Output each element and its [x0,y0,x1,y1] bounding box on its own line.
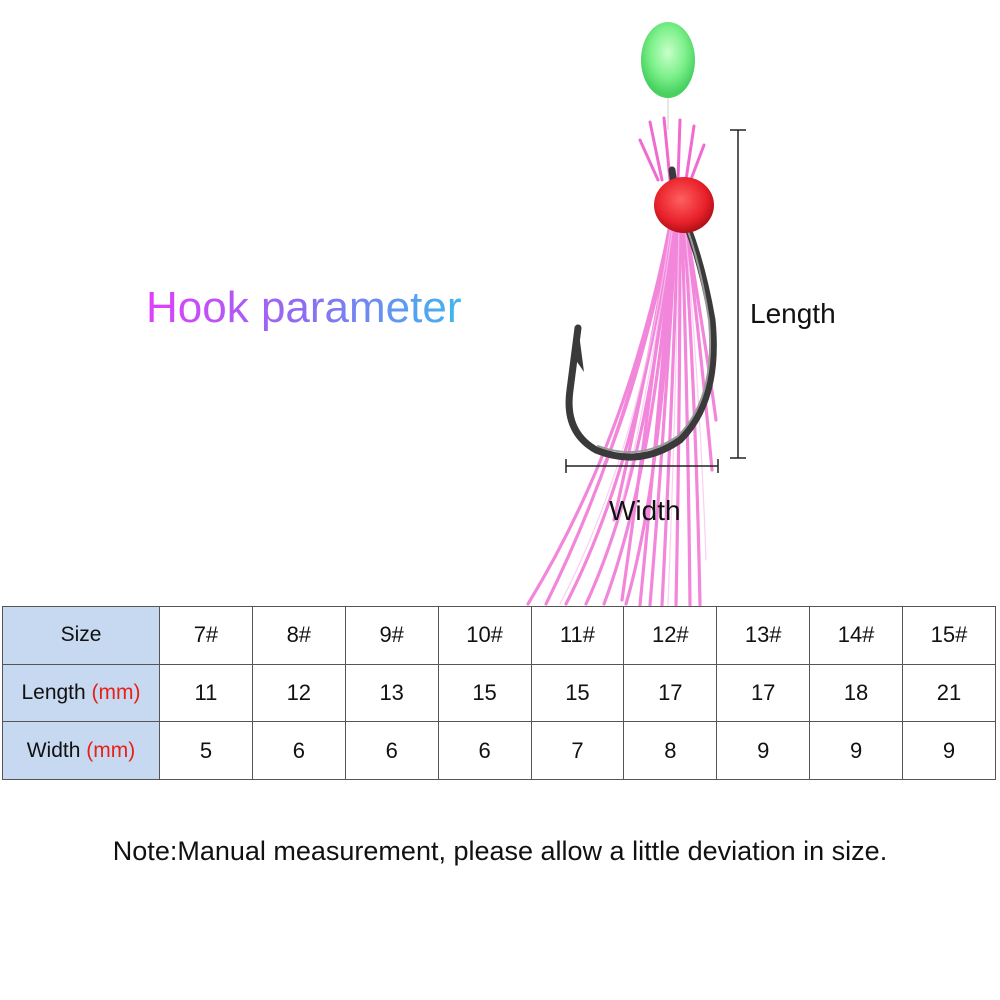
fishing-hook [565,166,717,461]
width-cell: 8 [623,721,718,780]
measurement-note: Note:Manual measurement, please allow a … [112,836,888,866]
width-cell: 9 [902,721,996,780]
length-cell: 18 [809,663,903,723]
length-cell: 11 [159,663,253,723]
width-cell: 6 [251,721,346,780]
length-cell: 12 [251,663,346,723]
width-cell: 5 [159,721,253,780]
width-cell: 7 [530,721,625,780]
page-title: Hook parameter [146,280,461,336]
length-row: Length (mm) 11 12 13 15 15 17 17 18 21 [2,663,996,723]
hook-size-table: Size 7# 8# 9# 10# 11# 12# 13# 14# 15# Le… [2,606,996,780]
size-cell: 8# [251,606,346,665]
size-cell: 11# [530,606,625,665]
width-label: Width [609,495,681,526]
size-cell: 14# [809,606,903,665]
length-label: Length [750,298,836,329]
width-cell: 6 [344,721,439,780]
size-cell: 10# [437,606,532,665]
skirt-strands [526,223,718,607]
length-cell: 15 [530,663,625,723]
width-row: Width (mm) 5 6 6 6 7 8 9 9 9 [2,721,996,780]
size-header: Size [2,606,160,665]
width-unit: (mm) [86,738,136,762]
length-cell: 17 [623,663,718,723]
hook-illustration [526,22,746,607]
length-header: Length (mm) [2,663,160,723]
length-unit: (mm) [91,680,141,704]
width-cell: 6 [437,721,532,780]
glow-bead [641,22,695,98]
size-cell: 12# [623,606,718,665]
length-cell: 15 [437,663,532,723]
size-cell: 13# [716,606,811,665]
length-header-label: Length [21,680,86,704]
width-header-label: Width [26,738,81,762]
width-cell: 9 [809,721,903,780]
width-cell: 9 [716,721,811,780]
hook-barb [573,326,584,372]
length-cell: 13 [344,663,439,723]
length-cell: 21 [902,663,996,723]
size-row: Size 7# 8# 9# 10# 11# 12# 13# 14# 15# [2,606,996,665]
size-cell: 7# [159,606,253,665]
size-cell: 15# [902,606,996,665]
size-cell: 9# [344,606,439,665]
hook-head [654,177,714,233]
length-cell: 17 [716,663,811,723]
length-dimension-line [730,129,746,459]
width-header: Width (mm) [2,721,160,780]
width-dimension-line [565,459,719,473]
